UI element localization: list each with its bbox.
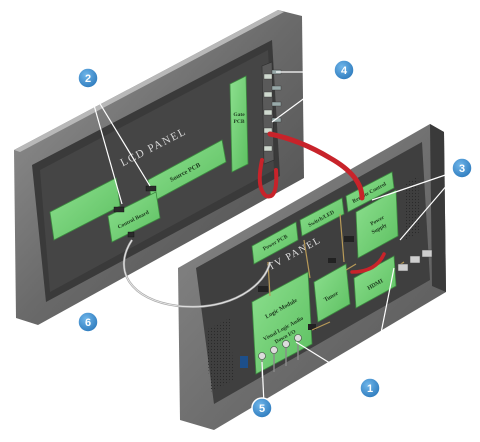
lcd-left-board [49,177,121,241]
lcd-panel: LCD PANEL Source PCB Gate PCB Control Bo… [14,10,304,325]
chip [308,324,316,330]
internal-wiring [267,213,405,331]
speaker-grille-left [206,318,234,392]
control-connector-bottom [127,231,135,238]
callout-4: 4 [333,59,355,81]
remote-control-board [345,171,395,213]
svg-text:6: 6 [85,317,91,329]
chip [344,236,354,242]
svg-text:4: 4 [341,65,348,77]
callout-3: 3 [451,157,473,179]
red-power-cable [350,252,386,274]
gate-pcb-board [229,75,249,173]
svg-text:5: 5 [259,403,265,415]
control-connector-left [113,206,125,213]
gate-pcb-label-line2: PCB [234,119,245,125]
callout-6: 6 [77,311,99,333]
speaker-grille-right [404,176,420,240]
callout-leaders [87,71,461,405]
power-pcb-board [251,221,299,265]
logic-module-board [251,271,313,375]
switch-led-board [299,197,345,237]
control-connector-right [145,185,157,192]
hdmi-board [353,255,397,309]
callout-2: 2 [77,67,99,89]
tuner-board [313,263,351,323]
gate-pcb-label-line1: Gate [233,112,245,118]
power-supply-board [355,189,399,259]
svg-text:1: 1 [367,383,373,395]
control-board [107,191,161,243]
red-ribbon-loop [257,158,279,199]
side-connectors [397,249,433,272]
tv-panel: TV PANEL Power PCB Switch/LED Remote Con… [178,124,446,430]
chip [258,286,268,292]
svg-text:2: 2 [85,73,91,85]
callout-1: 1 [359,377,381,399]
red-ribbon-cable [267,131,365,201]
svg-text:3: 3 [459,163,465,175]
chip [328,258,336,263]
callout-5: 5 [251,397,273,419]
